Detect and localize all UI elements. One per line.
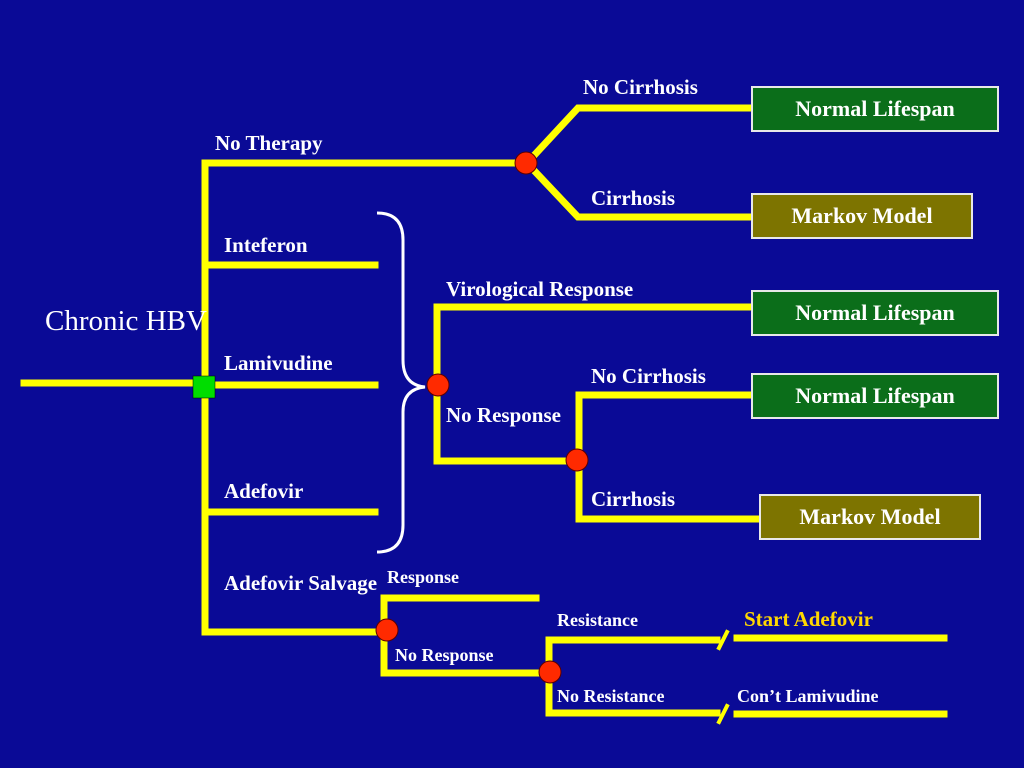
chance-node-icon	[375, 618, 399, 642]
root-label-line1: Chronic	[45, 305, 139, 337]
cirrhosis-label-2: Cirrhosis	[591, 487, 675, 511]
decision-node-icon	[192, 375, 216, 399]
adefovir-salvage-line1: Adefovir	[224, 571, 303, 595]
interferon-label: Inteferon	[224, 233, 308, 257]
adefovir-salvage-line2: Salvage	[308, 571, 378, 595]
chance-node-icon	[538, 660, 562, 684]
start-adefovir-label: Start Adefovir	[744, 607, 873, 631]
chance-node-icon	[565, 448, 589, 472]
outcome-box-normal-lifespan-2: Normal Lifespan	[751, 290, 999, 336]
salvage-response-label: Response	[387, 567, 460, 587]
virological-response-label: Virological Response	[446, 277, 634, 301]
adefovir-salvage-label: Adefovir Salvage	[224, 572, 377, 594]
salvage-no-response-label: No Response	[395, 645, 494, 665]
outcome-box-markov-model-1: Markov Model	[751, 193, 973, 239]
root-label: Chronic HBV	[45, 305, 207, 338]
no-cirrhosis-label-2: No Cirrhosis	[591, 364, 706, 388]
no-cirrhosis-line-1	[522, 104, 756, 168]
chance-node-icon	[514, 151, 538, 175]
no-cirrhosis-label-1: No Cirrhosis	[583, 75, 698, 99]
break-mark-lower	[716, 703, 730, 725]
outcome-box-normal-lifespan-1: Normal Lifespan	[751, 86, 999, 132]
treatment-split-line	[433, 303, 581, 465]
cirrhosis-line-1	[522, 158, 756, 221]
adefovir-label: Adefovir	[224, 479, 304, 503]
treatments-bracket-icon	[376, 211, 426, 554]
no-response-label: No Response	[446, 404, 561, 426]
no-response-split-line	[575, 391, 764, 523]
cirrhosis-label-1: Cirrhosis	[591, 186, 675, 210]
no-resistance-label: No Resistance	[557, 686, 665, 706]
cont-lamivudine-label: Con’t Lamivudine	[737, 686, 879, 706]
root-label-line2: HBV	[145, 305, 207, 337]
outcome-box-markov-model-2: Markov Model	[759, 494, 981, 540]
lamivudine-label: Lamivudine	[224, 351, 333, 375]
break-mark-upper	[716, 629, 730, 651]
no-response-line2: Response	[476, 403, 561, 427]
resistance-label: Resistance	[557, 610, 638, 630]
no-response-line1: No	[446, 403, 472, 427]
chance-node-icon	[426, 373, 450, 397]
no-therapy-label: No Therapy	[215, 131, 323, 155]
outcome-box-normal-lifespan-3: Normal Lifespan	[751, 373, 999, 419]
